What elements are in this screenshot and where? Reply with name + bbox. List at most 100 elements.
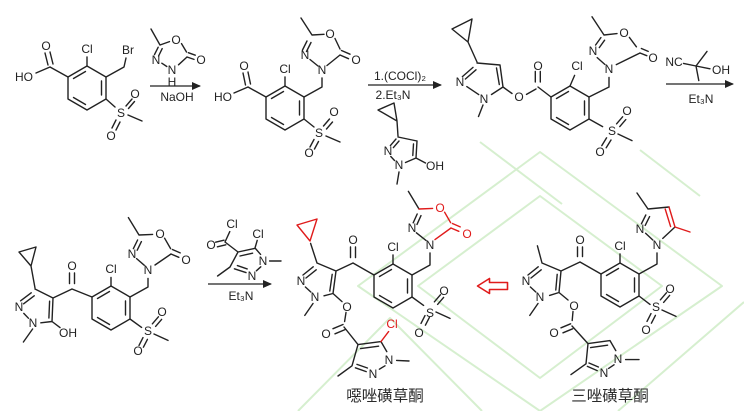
benzene-ring xyxy=(373,263,413,309)
atom-label-o: O xyxy=(304,146,313,160)
atom-label-o: O xyxy=(533,59,542,73)
atom-label-o-red: O xyxy=(435,201,444,215)
structure-oxadiazolonylmethyl-benzoic-acid: O HO Cl N N O O S O O xyxy=(214,17,361,160)
atom-label-s: S xyxy=(608,124,616,138)
atom-label-o: O xyxy=(325,27,334,41)
atom-label-oh: OH xyxy=(426,159,444,173)
atom-label-o: O xyxy=(348,233,357,247)
atom-label-s: S xyxy=(144,324,152,338)
structure-pyrazolol-ketone: N N OH O Cl N N O O S O O xyxy=(15,216,191,358)
reagent-pyrazole-carbonyl-chloride: Cl O Cl N N xyxy=(206,217,282,283)
condition-step4: Et₃N xyxy=(229,289,254,303)
atom-label-ho: HO xyxy=(214,90,232,104)
benzene-ring xyxy=(600,262,640,308)
atom-label-o: O xyxy=(329,105,338,119)
atom-label-o: O xyxy=(67,259,76,273)
structure-pyrazolyl-ester: N N O O Cl N N O O S O O xyxy=(451,16,658,159)
atom-label-n: N xyxy=(152,53,161,67)
atom-label-n: N xyxy=(605,62,614,76)
atom-label-n: N xyxy=(248,269,257,283)
condition-step2-above: 1.(COCl)₂ xyxy=(374,69,426,83)
atom-label-o: O xyxy=(351,53,360,67)
product-name-oxadiazolone: 噁唑磺草酮 xyxy=(346,387,424,405)
atom-label-cl: Cl xyxy=(105,262,116,276)
atom-label-o: O xyxy=(569,299,578,313)
atom-label-o: O xyxy=(41,39,50,53)
atom-label-n: N xyxy=(384,144,393,158)
atom-label-n: N xyxy=(614,352,623,366)
reagent-methyl-oxadiazolone: O N N H O xyxy=(150,28,206,89)
reagent-cyclopropyl-pyrazolol: N N OH xyxy=(377,102,444,185)
atom-label-s: S xyxy=(117,106,125,120)
atom-label-s: S xyxy=(426,306,434,320)
atom-label-o: O xyxy=(171,33,180,47)
substituent-bonds xyxy=(233,17,351,150)
atom-label-o: O xyxy=(181,253,190,267)
atom-label-o: O xyxy=(619,26,628,40)
atom-label-n: N xyxy=(318,63,327,77)
atom-label-o: O xyxy=(106,129,115,143)
atom-label-o: O xyxy=(206,238,215,252)
atom-label-cl-red: Cl xyxy=(386,317,397,331)
atom-label-cl: Cl xyxy=(252,227,263,241)
atom-label-nc: NC xyxy=(665,55,683,69)
atom-label-s: S xyxy=(652,300,660,314)
atom-label-cl: Cl xyxy=(279,62,290,76)
atom-label-br: Br xyxy=(122,43,134,57)
atom-label-o: O xyxy=(155,227,164,241)
atom-label-o: O xyxy=(133,344,142,358)
atom-label-n: N xyxy=(15,300,24,314)
atom-label-n: N xyxy=(408,221,417,235)
reagent-bonds xyxy=(682,50,711,82)
atom-label-n: N xyxy=(301,48,310,62)
atom-label-n: N xyxy=(536,290,545,304)
product-name-triazole: 三唑磺草酮 xyxy=(571,387,649,405)
substituent-bonds xyxy=(302,190,451,377)
atom-label-n: N xyxy=(395,158,404,172)
condition-step2-below: 2.Et₃N xyxy=(376,88,411,102)
structure-bromomethyl-chloro-msm-benzoic-acid: O HO Cl Br S O O xyxy=(15,39,143,143)
atom-label-n: N xyxy=(128,247,137,261)
condition-step1: NaOH xyxy=(160,90,193,104)
reagent-bonds xyxy=(150,28,196,68)
atom-label-o: O xyxy=(321,327,330,341)
atom-label-o: O xyxy=(157,305,166,319)
atom-label-n: N xyxy=(426,238,435,252)
structure-product-oxadiazolone: N N O Cl N N O O S O O O O Cl N N 噁唑磺草酮 xyxy=(296,190,472,405)
atom-label-o: O xyxy=(239,59,248,73)
atom-label-o: O xyxy=(595,145,604,159)
substituent-bonds xyxy=(35,51,143,131)
red-block-arrow-icon xyxy=(476,277,509,295)
atom-label-o: O xyxy=(648,51,657,65)
substituent-bonds xyxy=(451,16,649,149)
comparison-arrow xyxy=(476,277,509,295)
atom-label-n: N xyxy=(636,222,645,236)
atom-label-cl: Cl xyxy=(81,42,92,56)
reaction-step-4: Cl O Cl N N Et₃N xyxy=(206,217,282,303)
atom-label-oh: OH xyxy=(59,326,77,340)
atom-label-o: O xyxy=(439,284,448,298)
benzene-ring xyxy=(265,85,305,131)
benzene-ring xyxy=(67,65,107,111)
atom-label-n: N xyxy=(456,75,465,89)
atom-label-n: N xyxy=(522,274,531,288)
atom-label-n: N xyxy=(369,367,378,381)
atom-label-n: N xyxy=(29,316,38,330)
reagent-bonds xyxy=(214,230,282,277)
atom-label-n: N xyxy=(589,44,598,58)
atom-label-n: N xyxy=(311,290,320,304)
structure-product-triazole: N N O Cl N N S O O O O N N 三唑磺草酮 xyxy=(522,192,691,405)
reaction-step-3: NC OH Et₃N xyxy=(665,50,734,106)
reagent-bonds xyxy=(377,102,427,185)
atom-label-h: H xyxy=(168,75,177,89)
substituent-bonds xyxy=(527,192,677,376)
atom-label-n: N xyxy=(297,274,306,288)
atom-label-cl: Cl xyxy=(614,239,625,253)
atom-label-o: O xyxy=(196,53,205,67)
atom-label-ho: HO xyxy=(15,70,33,84)
atom-label-o: O xyxy=(414,326,423,340)
atom-label-cl: Cl xyxy=(226,217,237,231)
atom-label-n: N xyxy=(144,263,153,277)
